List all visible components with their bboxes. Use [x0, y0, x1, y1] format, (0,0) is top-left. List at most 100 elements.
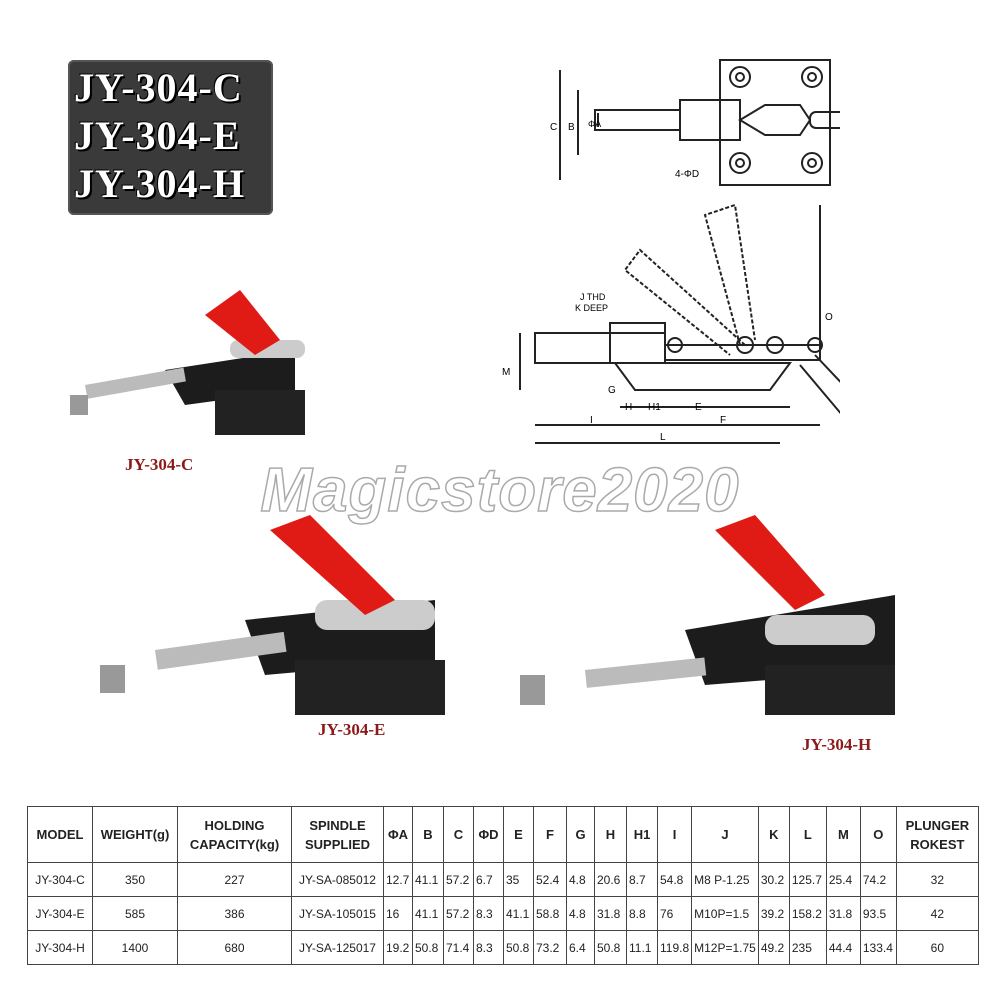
table-cell: 16: [383, 896, 413, 931]
table-cell: 386: [177, 896, 292, 931]
table-cell: JY-SA-085012: [291, 862, 384, 897]
caption-e: JY-304-E: [318, 720, 386, 739]
column-header: WEIGHT(g): [92, 806, 178, 863]
dim-j-label: J THD: [580, 292, 606, 302]
table-cell: 12.7: [383, 862, 413, 897]
dim-h1-label: H1: [648, 402, 661, 413]
table-cell: 35: [503, 862, 534, 897]
column-header: E: [503, 806, 534, 863]
clamp-h-image: [520, 515, 895, 715]
column-header: H: [594, 806, 627, 863]
table-cell: 50.8: [594, 930, 627, 965]
table-cell: 125.7: [788, 862, 827, 897]
caption-h: JY-304-H: [802, 735, 872, 754]
column-header: L: [788, 806, 827, 863]
table-cell: 93.5: [859, 896, 897, 931]
table-cell: 57.2: [443, 896, 474, 931]
table-cell: 41.1: [412, 862, 444, 897]
column-header: H1: [626, 806, 658, 863]
table-cell: 49.2: [757, 930, 790, 965]
table-cell: 8.3: [473, 896, 504, 931]
column-header: C: [443, 806, 474, 863]
table-cell: 39.2: [757, 896, 790, 931]
table-cell: 71.4: [443, 930, 474, 965]
table-cell: 31.8: [825, 896, 861, 931]
dim-m-label: M: [502, 367, 510, 378]
dim-i-label: I: [590, 415, 593, 426]
column-header: G: [566, 806, 595, 863]
column-header: MODEL: [27, 806, 93, 863]
table-cell: 41.1: [412, 896, 444, 931]
table-cell: 8.8: [626, 896, 658, 931]
table-cell: 41.1: [503, 896, 534, 931]
table-cell: 133.4: [859, 930, 897, 965]
table-cell: 11.1: [626, 930, 658, 965]
dim-g-label: G: [608, 385, 616, 396]
table-cell: JY-304-E: [27, 896, 93, 931]
table-cell: 4.8: [566, 862, 595, 897]
table-cell: 680: [177, 930, 292, 965]
column-header: HOLDING CAPACITY(kg): [177, 806, 292, 863]
table-cell: 76: [656, 896, 693, 931]
dim-c-label: C: [550, 122, 557, 133]
column-header: F: [533, 806, 567, 863]
table-cell: 19.2: [383, 930, 413, 965]
model-title-box: JY-304-C JY-304-E JY-304-H: [68, 60, 273, 215]
table-cell: 58.8: [533, 896, 567, 931]
table-cell: 32: [895, 862, 979, 897]
side-view-drawing: J THD K DEEP M G H H1 E I L F O: [502, 203, 840, 444]
table-cell: 227: [177, 862, 292, 897]
dim-l-label: L: [660, 432, 666, 443]
table-cell: 44.4: [825, 930, 861, 965]
table-cell: 6.7: [473, 862, 504, 897]
table-cell: 50.8: [412, 930, 444, 965]
dim-d-label: 4-ΦD: [675, 169, 699, 180]
column-header: B: [412, 806, 444, 863]
table-cell: 8.3: [473, 930, 504, 965]
clamp-e-image: [100, 515, 445, 715]
column-header: J: [691, 806, 759, 863]
column-header: PLUNGER ROKEST: [895, 806, 979, 863]
table-cell: 6.4: [566, 930, 595, 965]
table-cell: M12P=1.75: [691, 930, 759, 965]
table-cell: 74.2: [859, 862, 897, 897]
table-cell: 350: [92, 862, 178, 897]
clamp-c-image: [70, 290, 305, 435]
table-cell: 119.8: [656, 930, 693, 965]
column-header: ΦD: [473, 806, 504, 863]
table-cell: 30.2: [757, 862, 790, 897]
watermark: Magicstore2020: [260, 455, 740, 526]
table-cell: M8 P-1.25: [691, 862, 759, 897]
caption-c: JY-304-C: [125, 455, 194, 474]
table-cell: 54.8: [656, 862, 693, 897]
table-cell: 52.4: [533, 862, 567, 897]
table-cell: JY-SA-105015: [291, 896, 384, 931]
table-cell: 158.2: [788, 896, 827, 931]
table-cell: 42: [895, 896, 979, 931]
table-cell: 235: [788, 930, 827, 965]
dim-h-label: H: [625, 402, 632, 413]
table-cell: 585: [92, 896, 178, 931]
column-header: O: [859, 806, 897, 863]
column-header: K: [757, 806, 790, 863]
table-cell: 25.4: [825, 862, 861, 897]
column-header: ΦA: [383, 806, 413, 863]
top-view-drawing: C B ΦA 4-ΦD: [550, 59, 840, 186]
table-cell: JY-SA-125017: [291, 930, 384, 965]
column-header: SPINDLE SUPPLIED: [291, 806, 384, 863]
dim-b-label: B: [568, 122, 575, 133]
table-cell: 50.8: [503, 930, 534, 965]
dim-o-label: O: [825, 312, 833, 323]
table-cell: 57.2: [443, 862, 474, 897]
table-cell: JY-304-C: [27, 862, 93, 897]
table-cell: 73.2: [533, 930, 567, 965]
dim-k-label: K DEEP: [575, 303, 608, 313]
title-model-e: JY-304-E: [74, 113, 241, 158]
dim-e-label: E: [695, 402, 702, 413]
table-cell: JY-304-H: [27, 930, 93, 965]
table-cell: 8.7: [626, 862, 658, 897]
